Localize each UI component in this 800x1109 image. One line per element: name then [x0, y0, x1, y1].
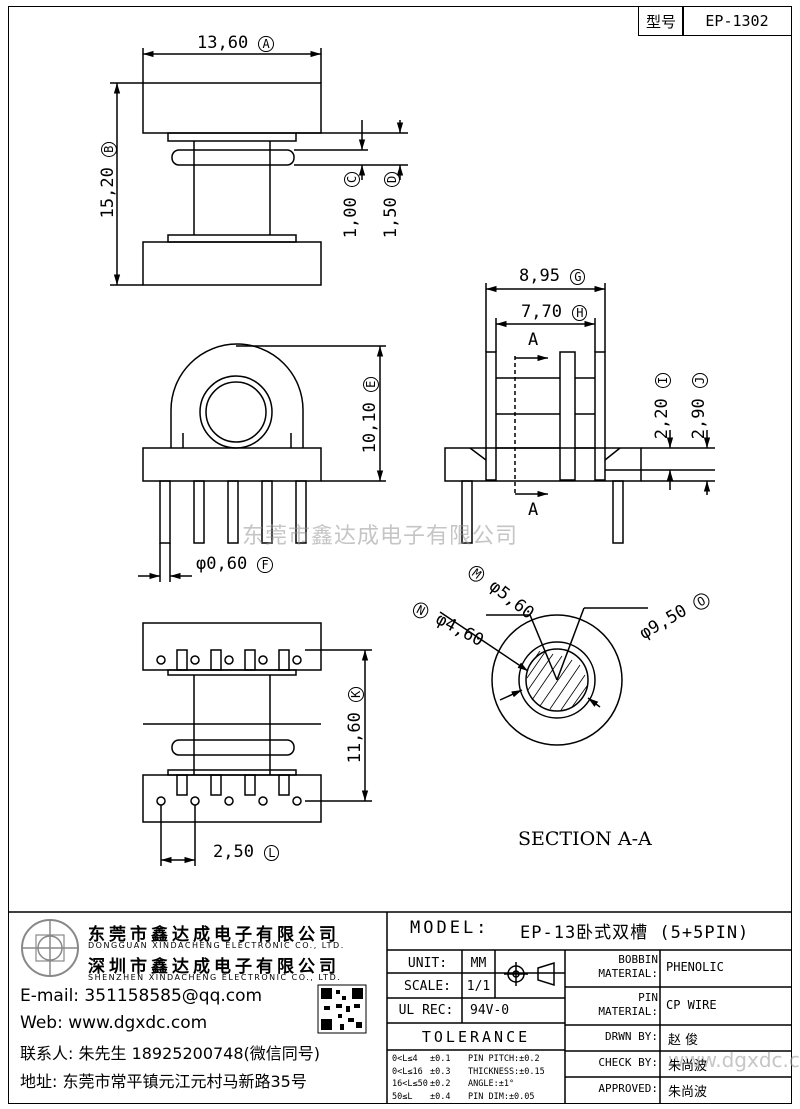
dim-code-E: E — [363, 376, 379, 392]
tb-pin-label-2: MATERIAL: — [598, 1005, 658, 1018]
dim-code-F: F — [257, 557, 273, 573]
watermark-text: 东莞市鑫达成电子有限公司 — [242, 524, 519, 549]
model-label-cell: 型号 — [638, 6, 684, 36]
dim-K — [305, 649, 372, 802]
bottom-view — [142, 622, 322, 823]
tb-ulrec-label: UL REC: — [398, 1002, 454, 1018]
company-email: E-mail: 351158585@qq.com — [20, 986, 263, 1006]
dim-F — [138, 543, 192, 582]
dim-code-I: I — [655, 372, 671, 389]
tb-approved-value: 朱尚波 — [668, 1085, 708, 1100]
dim-label-F: φ0,60 F — [196, 554, 273, 574]
dim-G — [485, 283, 606, 352]
company-contact: 联系人: 朱先生 18925200748(微信同号) — [20, 1044, 321, 1063]
tb-bobbin-label: BOBBIN MATERIAL: — [568, 953, 658, 981]
dim-label-H: 7,70 H — [521, 302, 588, 322]
company-name-sz: 深圳市鑫达成电子有限公司 — [88, 957, 340, 977]
dim-code-B: B — [101, 141, 117, 157]
tb-unit-label: UNIT: — [407, 955, 448, 971]
dim-label-L: 2,50 L — [213, 842, 280, 862]
dim-label-K: 11,60 K — [345, 675, 365, 775]
tb-approved-label: APPROVED: — [598, 1082, 658, 1095]
model-label: 型号 — [645, 12, 676, 31]
dim-code-L: L — [264, 845, 280, 861]
tb-pin-value: CP WIRE — [666, 998, 717, 1012]
tb-bobbin-label-1: BOBBIN — [618, 953, 658, 966]
section-view — [439, 607, 648, 746]
dim-code-H: H — [572, 305, 588, 321]
dim-code-D: D — [384, 171, 400, 188]
dim-label-A: 13,60 A — [197, 33, 274, 53]
dim-I-J — [605, 430, 715, 495]
dim-code-K: K — [348, 686, 364, 702]
dim-label-D: 1,50 D — [381, 155, 401, 255]
company-address: 地址: 东莞市常平镇元江元村马新路35号 — [20, 1072, 307, 1091]
front-view — [142, 343, 322, 544]
dim-L — [160, 805, 196, 866]
model-number: EP-1302 — [705, 12, 769, 30]
company-logo — [21, 919, 79, 977]
dim-B — [110, 82, 143, 286]
watermark-url: www.dgxdc.com — [668, 1048, 800, 1072]
dim-code-C: C — [344, 171, 360, 188]
dim-H — [495, 318, 596, 352]
dim-label-B: 15,20 B — [98, 130, 118, 230]
tb-bobbin-value: PHENOLIC — [666, 960, 724, 974]
tb-pin-label: PIN MATERIAL: — [568, 991, 658, 1019]
dim-A — [142, 48, 322, 83]
tb-drwn-value: 赵 俊 — [668, 1033, 699, 1048]
dim-label-E: 10,10 E — [360, 365, 380, 465]
section-title: SECTION A-A — [518, 828, 652, 850]
tb-drwn-label: DRWN BY: — [605, 1030, 658, 1043]
dim-C-D — [294, 120, 408, 180]
dim-code-J: J — [692, 372, 708, 389]
side-view — [444, 351, 642, 544]
tb-bobbin-label-2: MATERIAL: — [598, 967, 658, 980]
tb-model-label: MODEL: — [410, 918, 490, 938]
company-web: Web: www.dgxdc.com — [20, 1013, 208, 1033]
drawing-frame — [8, 6, 792, 1104]
dim-code-G: G — [570, 269, 586, 285]
tb-scale-label: SCALE: — [404, 978, 451, 994]
dim-code-A: A — [258, 36, 274, 52]
tb-tolerance-label: TOLERANCE — [421, 1028, 531, 1046]
dim-label-I: 2,20 I — [652, 361, 672, 451]
tb-check-label: CHECK BY: — [598, 1056, 658, 1069]
tb-check-value: 朱尚波 — [668, 1059, 708, 1074]
company-name-dg-en: DONGGUAN XINDACHENG ELECTRONIC CO., LTD. — [88, 941, 345, 950]
qr-code — [317, 984, 367, 1034]
cut-label-top: A — [528, 330, 539, 350]
company-name-dg: 东莞市鑫达成电子有限公司 — [88, 925, 340, 945]
dim-label-C: 1,00 C — [341, 155, 361, 255]
dim-label-G: 8,95 G — [519, 266, 586, 286]
tb-scale-value: 1/1 — [466, 978, 491, 994]
tb-model-value: EP-13卧式双槽 (5+5PIN) — [520, 923, 750, 943]
dim-label-J: 2,90 J — [689, 361, 709, 451]
model-number-cell: EP-1302 — [682, 6, 792, 36]
tb-unit-value: MM — [470, 955, 487, 971]
title-block-grid — [8, 911, 792, 1104]
dim-E — [236, 345, 386, 482]
tb-ulrec-value: 94V-0 — [470, 1002, 510, 1018]
cut-label-bottom: A — [528, 500, 539, 520]
company-name-sz-en: SHENZHEN XINDACHENG ELECTRONIC CO., LTD. — [88, 973, 342, 982]
tb-pin-label-1: PIN — [638, 991, 658, 1004]
top-view — [142, 82, 322, 286]
